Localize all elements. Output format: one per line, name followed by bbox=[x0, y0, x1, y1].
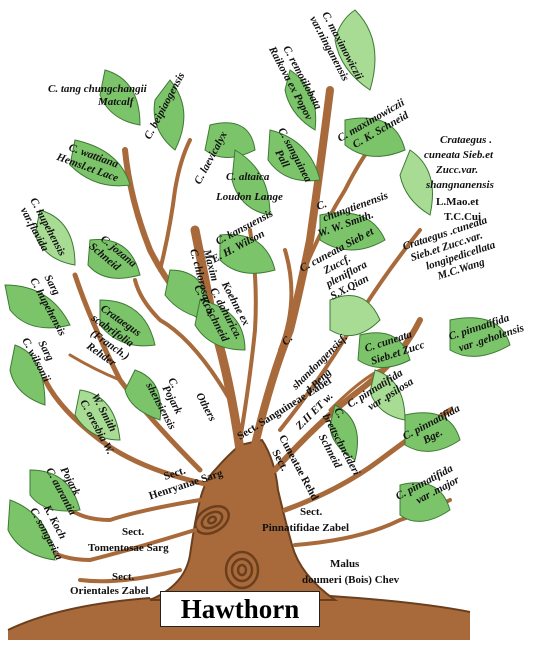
leaves bbox=[4, 9, 511, 561]
svg-text:Zucc.var.: Zucc.var. bbox=[435, 164, 478, 176]
svg-text:C.: C. bbox=[165, 376, 180, 391]
svg-text:shangnanensis: shangnanensis bbox=[425, 179, 494, 191]
trunk bbox=[149, 438, 339, 601]
label-cuneata-shangnan: Crataegus . bbox=[440, 134, 492, 146]
title-box: Hawthorn bbox=[160, 591, 320, 627]
label-others: Others bbox=[193, 391, 218, 424]
label-altaica: C. altaica bbox=[226, 171, 270, 183]
svg-text:cuneata Sieb.et: cuneata Sieb.et bbox=[424, 149, 494, 161]
svg-text:Tomentosae Sarg: Tomentosae Sarg bbox=[88, 542, 169, 554]
trunk-knot bbox=[194, 505, 260, 590]
svg-text:C. brettschneideri: C. brettschneideri Schneid bbox=[308, 406, 375, 486]
label-sect-pinnatifidae: Sect. bbox=[300, 506, 323, 518]
svg-text:T.C.Cui: T.C.Cui bbox=[444, 211, 481, 223]
svg-text:Crataegus .cuneata Sieb.: Crataegus .cuneata Sieb.et Zucc.var. lon… bbox=[401, 213, 503, 290]
page-title: Hawthorn bbox=[180, 593, 300, 624]
svg-text:Orientales Zabel: Orientales Zabel bbox=[70, 585, 149, 597]
svg-text:Matcalf: Matcalf bbox=[97, 96, 135, 108]
label-sect-orientales: Sect. bbox=[112, 571, 135, 583]
label-tang-chungchangii: C. tang chungchangii bbox=[48, 83, 148, 95]
svg-text:Pinnatifidae Zabel: Pinnatifidae Zabel bbox=[262, 522, 349, 534]
label-malus: Malus bbox=[330, 558, 360, 570]
label-sect-tomentosae: Sect. bbox=[122, 526, 145, 538]
svg-text:Loudon Lange: Loudon Lange bbox=[215, 191, 283, 203]
svg-text:doumeri (Bois) Chev: doumeri (Bois) Chev bbox=[302, 574, 400, 586]
svg-text:L.Mao.et: L.Mao.et bbox=[436, 196, 479, 208]
